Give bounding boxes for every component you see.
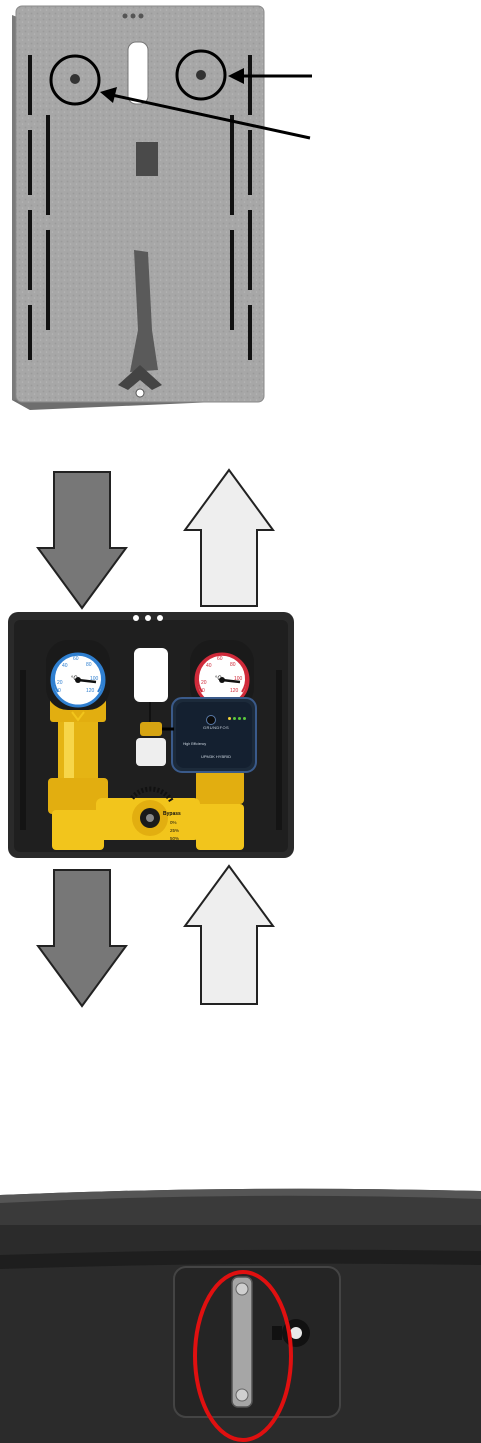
mounting-hole-callouts — [0, 0, 481, 160]
pointer-arrow-icon — [228, 68, 312, 84]
arrow-up-icon — [183, 468, 275, 608]
valve-mark-0: 0% — [170, 820, 177, 825]
valve-label: Bypass — [163, 811, 181, 817]
pointer-arrow-icon — [100, 87, 310, 138]
highlight-ring-icon — [177, 51, 225, 99]
cold-gauge-scale-80: 80 — [86, 662, 92, 668]
hot-gauge-scale-max: 120 — [230, 688, 238, 694]
arrow-down-icon — [36, 868, 128, 1008]
pump-station-illustration — [0, 610, 481, 865]
arrow-up-icon — [183, 864, 275, 1006]
hot-gauge-unit: °C — [215, 676, 222, 682]
pump-power-button[interactable] — [206, 715, 216, 725]
pump-led — [233, 717, 236, 720]
pump-brand: GRUNDFOS — [203, 725, 229, 730]
cold-gauge-scale-min: 0 — [58, 688, 61, 694]
valve-mark-50: 50% — [170, 836, 179, 841]
highlight-ring-icon — [190, 1268, 296, 1443]
hot-gauge-scale-min: 0 — [202, 688, 205, 694]
cold-gauge-scale-100: 100 — [90, 676, 98, 682]
highlight-ring-icon — [51, 56, 99, 104]
pump-status-leds — [228, 717, 246, 720]
hot-gauge-scale-20: 20 — [201, 680, 207, 686]
pump-model-line: UPM3K HYBRID — [201, 754, 231, 759]
cold-gauge-scale-20: 20 — [57, 680, 63, 686]
hot-gauge-scale-80: 80 — [230, 662, 236, 668]
hot-gauge-scale-100: 100 — [234, 676, 242, 682]
pump-led — [238, 717, 241, 720]
cold-gauge-scale-40: 40 — [62, 663, 68, 669]
hot-gauge-scale-40: 40 — [206, 663, 212, 669]
valve-mark-25: 25% — [170, 828, 179, 833]
cold-gauge-scale-60: 60 — [73, 656, 79, 662]
cold-gauge-unit: °C — [71, 676, 78, 682]
cold-gauge-scale-max: 120 — [86, 688, 94, 694]
pump-led — [228, 717, 231, 720]
hot-gauge-scale-60: 60 — [217, 656, 223, 662]
arrow-down-icon — [36, 470, 128, 610]
pump-led — [243, 717, 246, 720]
pump-mode-label: High Efficiency — [183, 742, 209, 746]
